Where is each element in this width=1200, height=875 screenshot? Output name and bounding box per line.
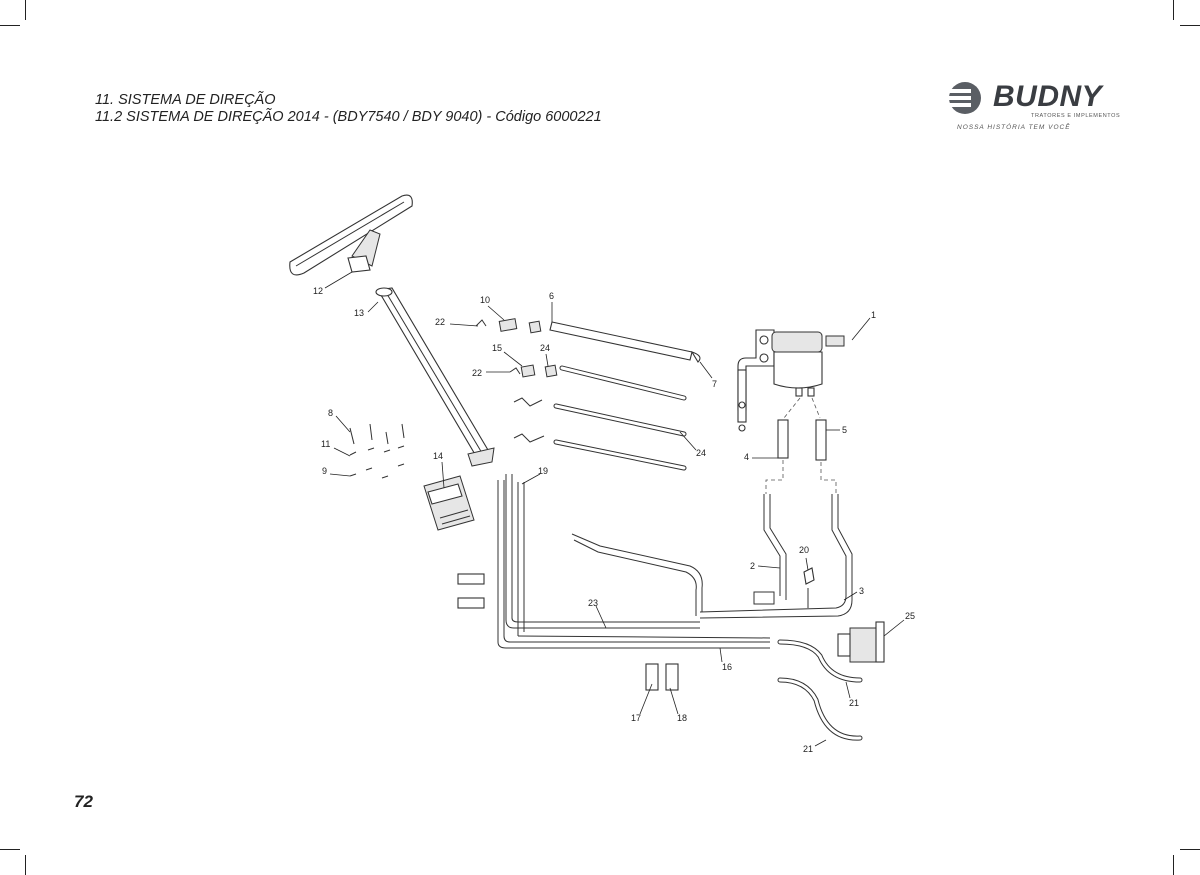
rigid-tubes-drawing — [699, 494, 853, 619]
callout-21b: 21 — [803, 744, 813, 754]
callout-17: 17 — [631, 713, 641, 723]
callout-22b: 22 — [472, 368, 482, 378]
callout-8: 8 — [328, 408, 333, 418]
callout-13: 13 — [354, 308, 364, 318]
callout-15: 15 — [492, 343, 502, 353]
crop-mark-bottom-right-h — [1180, 849, 1200, 850]
callout-22a: 22 — [435, 317, 445, 327]
steering-column-drawing — [375, 287, 495, 467]
short-hoses-drawing — [765, 397, 837, 494]
callout-14: 14 — [433, 451, 443, 461]
steering-unit-drawing — [423, 475, 475, 531]
callout-23: 23 — [588, 598, 598, 608]
callout-24b: 24 — [696, 448, 706, 458]
callout-19: 19 — [538, 466, 548, 476]
crop-mark-bottom-right-v — [1173, 855, 1174, 875]
crop-mark-top-left-h — [0, 25, 20, 26]
crop-mark-bottom-left-h — [0, 849, 20, 850]
budny-logo-mark-icon — [947, 82, 981, 114]
callout-5: 5 — [842, 425, 847, 435]
hoses-drawing — [513, 365, 687, 471]
callout-7: 7 — [712, 379, 717, 389]
callout-16: 16 — [722, 662, 732, 672]
callout-12: 12 — [313, 286, 323, 296]
upper-fittings-drawing — [475, 318, 701, 378]
callout-2: 2 — [750, 561, 755, 571]
callout-24a: 24 — [540, 343, 550, 353]
callout-21a: 21 — [849, 698, 859, 708]
callout-6: 6 — [549, 291, 554, 301]
callout-20: 20 — [799, 545, 809, 555]
callout-9: 9 — [322, 466, 327, 476]
steering-wheel-drawing — [289, 194, 413, 276]
page-number: 72 — [74, 792, 93, 811]
logo-brand: BUDNY — [993, 80, 1103, 113]
callout-25: 25 — [905, 611, 915, 621]
callout-10: 10 — [480, 295, 490, 305]
subsection-title: 11.2 SISTEMA DE DIREÇÃO 2014 - (BDY7540 … — [95, 109, 602, 125]
crop-mark-top-right-v — [1173, 0, 1174, 20]
callout-1: 1 — [871, 310, 876, 320]
leader-lines — [324, 271, 905, 747]
callout-11: 11 — [321, 439, 330, 449]
callout-18: 18 — [677, 713, 687, 723]
callout-4: 4 — [744, 452, 749, 462]
pipe-lines-drawing — [497, 474, 771, 649]
logo-subtitle: TRATORES E IMPLEMENTOS — [1031, 113, 1121, 119]
logo-tagline: NOSSA HISTÓRIA TEM VOCÊ — [957, 124, 1071, 131]
crop-mark-top-left-v — [25, 0, 26, 20]
cylinder-and-hoses-drawing — [777, 621, 885, 741]
bolts-nuts-washers-drawing — [349, 423, 405, 479]
reservoir-bracket-drawing — [737, 329, 845, 432]
budny-logo: BUDNY TRATORES E IMPLEMENTOS NOSSA HISTÓ… — [945, 80, 1120, 140]
crop-mark-bottom-left-v — [25, 855, 26, 875]
callout-3: 3 — [859, 586, 864, 596]
section-title: 11. SISTEMA DE DIREÇÃO — [95, 92, 276, 108]
crop-mark-top-right-h — [1180, 25, 1200, 26]
clamps-drawing — [457, 573, 679, 691]
